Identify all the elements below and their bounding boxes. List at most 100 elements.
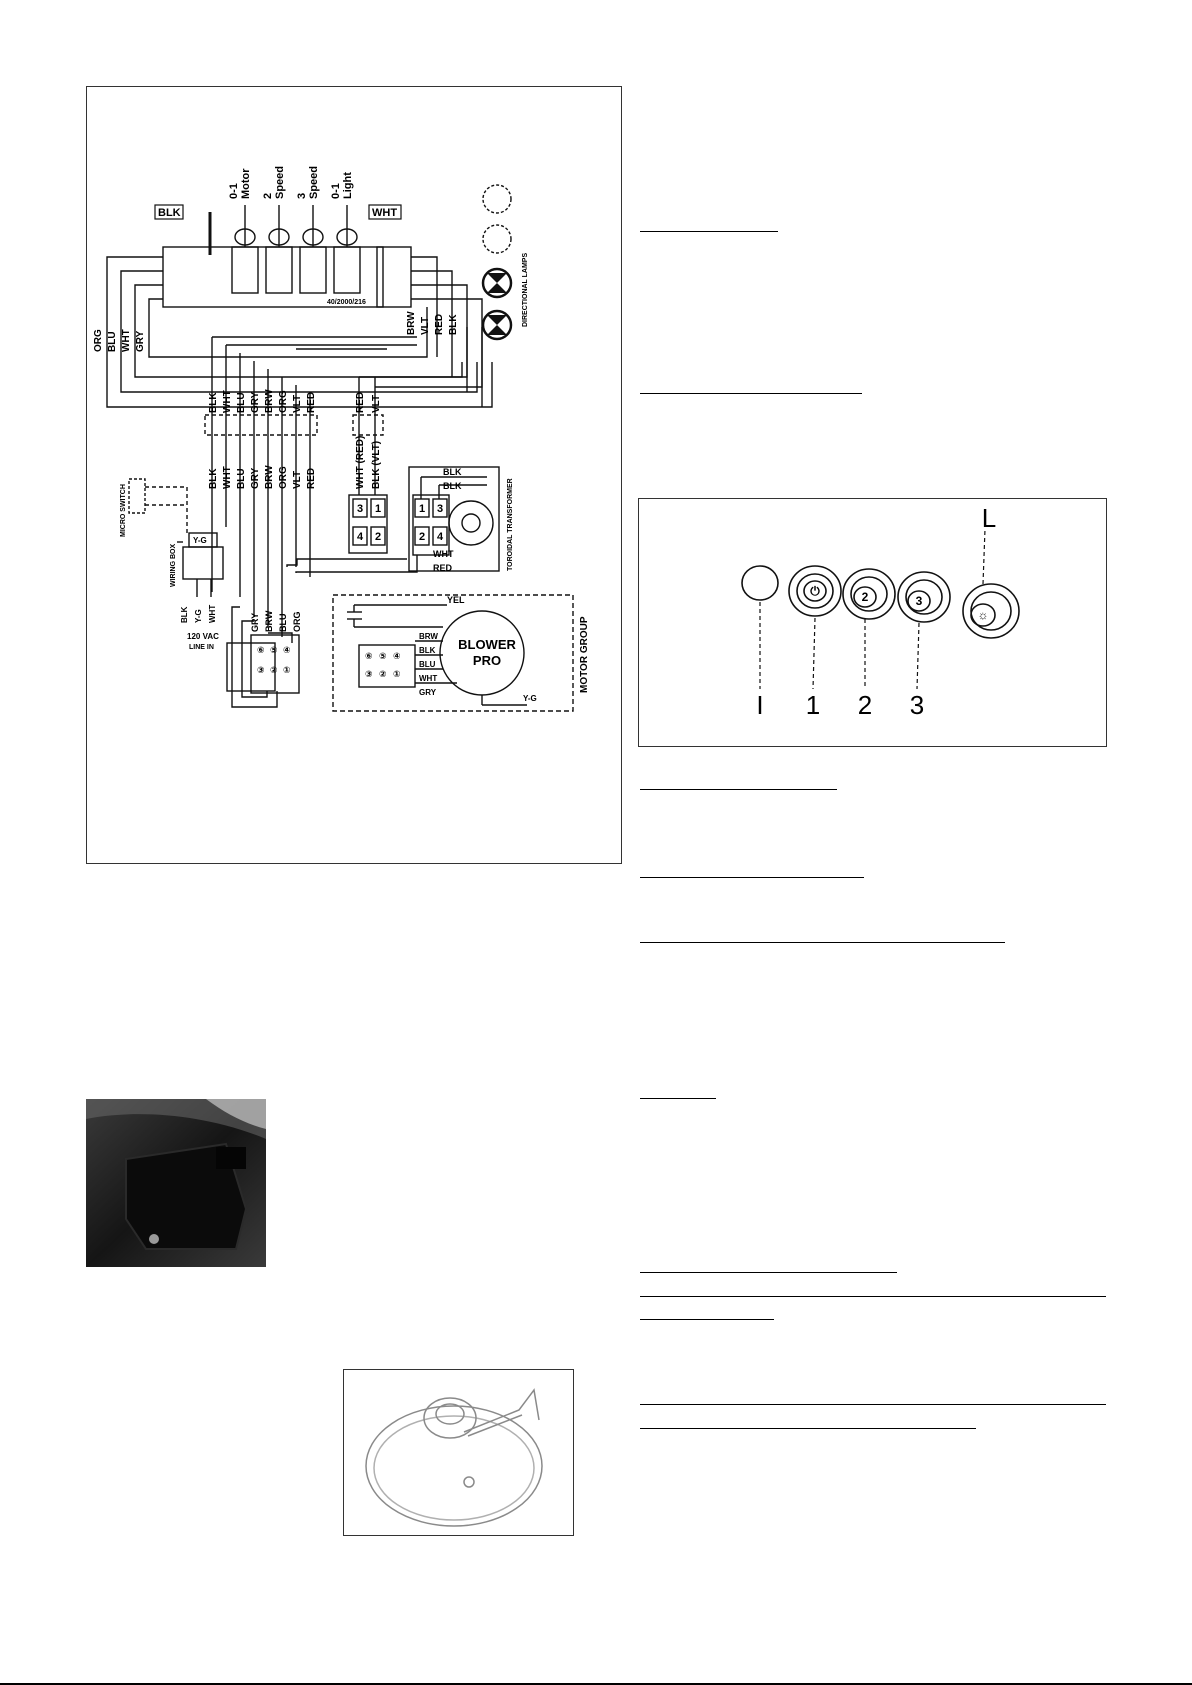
directional-lamps-label: DIRECTIONAL LAMPS — [522, 253, 529, 327]
motor-terminal-inner: ① — [393, 669, 401, 679]
motor-wire-label: BLU — [419, 660, 436, 669]
connector-pin: 4 — [357, 531, 364, 543]
lamp-lower-wire-1: WHT (RED) — [355, 436, 366, 489]
switch-2-name: Speed — [274, 166, 286, 199]
left-wire-3: WHT — [121, 329, 132, 352]
line-wire-wht: WHT — [208, 605, 217, 623]
center-lower-wire-8: RED — [306, 468, 317, 489]
knob-mark-2: 2 — [862, 590, 869, 604]
heading-rule — [640, 1296, 1106, 1297]
control-label-1: 1 — [806, 690, 820, 720]
suction-cup-drawing — [365, 1388, 543, 1527]
heading-rule — [640, 1272, 897, 1273]
svg-text:Light: Light — [342, 172, 354, 199]
suction-cup-figure — [343, 1369, 574, 1536]
motor-wire-label: BRW — [419, 632, 438, 641]
center-upper-wire-5: BRW — [264, 389, 275, 413]
center-lower-wire-2: WHT — [222, 466, 233, 489]
header-wht-label: WHT — [372, 207, 397, 219]
center-upper-wire-2: WHT — [222, 390, 233, 413]
line-in-label: LINE IN — [189, 644, 214, 651]
switch-3-name: Speed — [308, 166, 320, 199]
lamp-lower-wire-2: BLK (VLT) — [371, 441, 382, 489]
center-lower-wire-6: ORG — [278, 466, 289, 489]
knob-mark-3: 3 — [916, 594, 923, 608]
junction-box-photo — [86, 1099, 266, 1267]
control-label-3: 3 — [910, 690, 924, 720]
wiring-box-label: WIRING BOX — [170, 544, 177, 587]
center-lower-wire-5: BRW — [264, 465, 275, 489]
motor-terminal-inner: ⑤ — [379, 651, 387, 661]
heading-rule — [640, 942, 1005, 943]
knob-mark-power: ⏻ — [810, 584, 820, 598]
center-lower-wire-3: BLU — [236, 468, 247, 489]
center-upper-wire-6: ORG — [278, 390, 289, 413]
motor-terminal: ④ — [283, 645, 291, 655]
motor-wire-brw: BRW — [264, 610, 274, 632]
center-lower-wire-7: VLT — [292, 471, 303, 489]
motor-terminal-inner: ⑥ — [365, 651, 373, 661]
transformer-wht: WHT — [433, 549, 454, 559]
control-label-2: 2 — [858, 690, 872, 720]
center-upper-wire-3: BLU — [236, 392, 247, 413]
line-in-voltage: 120 VAC — [187, 632, 219, 641]
heading-rule — [640, 393, 862, 394]
heading-rule — [640, 231, 778, 232]
connector-pin: 1 — [375, 503, 381, 515]
right-wire-2: VLT — [420, 317, 431, 335]
blower-label-1: BLOWER — [458, 637, 516, 652]
motor-wire-label: WHT — [419, 674, 437, 683]
left-wire-1: ORG — [93, 329, 104, 352]
heading-rule — [640, 1404, 1106, 1405]
switch-4-label: 0-1 — [330, 183, 342, 199]
switch-4-name: Light — [342, 172, 354, 199]
motor-terminal: ② — [270, 665, 278, 675]
left-wire-4: GRY — [135, 330, 146, 352]
connector-pin: 2 — [375, 531, 381, 543]
motor-terminal: ③ — [257, 665, 265, 675]
transformer-label: TOROIDAL TRANSFORMER — [507, 478, 514, 571]
svg-text:Motor: Motor — [240, 168, 252, 199]
motor-terminal: ① — [283, 665, 291, 675]
right-wire-1: BRW — [406, 311, 417, 335]
motor-terminal-inner: ③ — [365, 669, 373, 679]
svg-text:Speed: Speed — [308, 166, 320, 199]
center-lower-wire-4: GRY — [250, 467, 261, 489]
left-wire-2: BLU — [107, 331, 118, 352]
switch-1-name: Motor — [240, 168, 252, 199]
transformer-blk-2: BLK — [443, 481, 462, 491]
motor-wire-org: ORG — [292, 611, 302, 632]
motor-group-label: MOTOR GROUP — [579, 616, 590, 693]
knob-mark-light: ☼ — [978, 608, 989, 622]
motor-yel: YEL — [447, 595, 465, 605]
motor-wire-blu: BLU — [278, 614, 288, 633]
motor-terminal-inner: ④ — [393, 651, 401, 661]
control-panel-figure: ⏻ 2 3 ☼ L I 1 2 3 — [638, 498, 1107, 747]
motor-terminal: ⑤ — [270, 645, 278, 655]
lamp-upper-wire-2: VLT — [371, 395, 382, 413]
motor-terminal-inner: ② — [379, 669, 387, 679]
heading-rule — [640, 877, 864, 878]
wiring-diagram-frame: BLK WHT 0-1 Motor 2 Speed 3 Speed 0-1 Li… — [86, 86, 622, 864]
control-panel-drawing: ⏻ 2 3 ☼ L I 1 2 3 — [741, 503, 1020, 720]
transformer-pin: 1 — [419, 503, 425, 515]
wiring-diagram: BLK WHT 0-1 Motor 2 Speed 3 Speed 0-1 Li… — [93, 166, 590, 712]
line-wire-yg: Y-G — [194, 609, 203, 623]
switch-3-label: 3 — [296, 193, 308, 199]
heading-rule — [640, 1428, 976, 1429]
control-label-l: L — [982, 503, 996, 533]
heading-rule — [640, 1319, 774, 1320]
wiring-box-yg: Y-G — [193, 536, 207, 545]
right-wire-4: BLK — [448, 314, 459, 335]
center-upper-wire-7: VLT — [292, 395, 303, 413]
transformer-red: RED — [433, 563, 453, 573]
line-wire-blk: BLK — [180, 606, 189, 623]
motor-wire-gry: GRY — [250, 613, 260, 632]
switch-2-label: 2 — [262, 193, 274, 199]
connector-pin: 3 — [357, 503, 363, 515]
motor-terminal: ⑥ — [257, 645, 265, 655]
part-code: 40/2000/216 — [327, 299, 366, 306]
motor-yg: Y-G — [523, 694, 537, 703]
transformer-blk-1: BLK — [443, 467, 462, 477]
header-blk-label: BLK — [158, 207, 181, 219]
